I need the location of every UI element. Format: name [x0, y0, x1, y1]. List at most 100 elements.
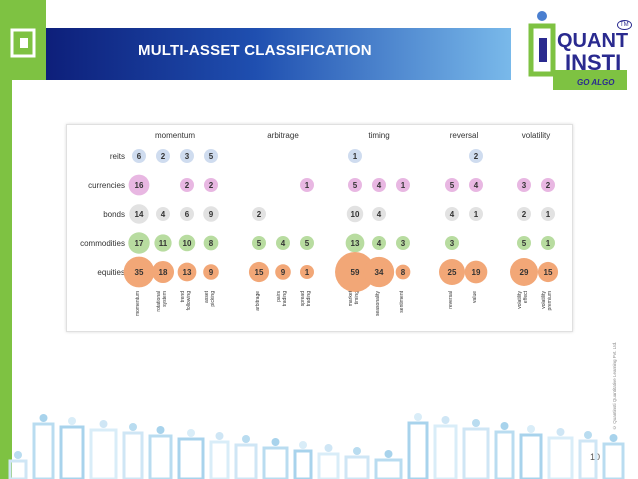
bubble: [509, 257, 539, 287]
footer-dot: [584, 431, 592, 439]
bubble-value: 29: [520, 268, 529, 277]
strategy-label: market: [348, 290, 354, 306]
footer-dot: [68, 417, 76, 425]
footer-dot: [441, 416, 450, 424]
footer-dot: [215, 432, 224, 440]
bubble-value: 4: [377, 239, 382, 248]
bubble-value: 1: [401, 181, 406, 190]
bubble: [276, 236, 290, 250]
bubble-value: 6: [137, 152, 142, 161]
footer-dot: [39, 414, 48, 422]
footer-tile: [547, 436, 574, 479]
row-label-commodities: commodities: [80, 239, 125, 248]
bubble-value: 2: [522, 210, 527, 219]
footer-tile: [89, 428, 118, 479]
bubble: [203, 235, 219, 251]
footer-dot: [500, 422, 509, 430]
bubble: [156, 207, 170, 221]
group-header: reversal: [450, 131, 479, 140]
bubble: [156, 149, 170, 163]
bubble: [300, 265, 314, 279]
bubble: [395, 264, 411, 280]
bubble: [128, 232, 150, 254]
bubble-value: 1: [353, 152, 358, 161]
footer-dot: [609, 434, 618, 442]
brand-mark-icon: [528, 11, 627, 90]
bubble-value: 17: [135, 239, 144, 248]
bubble: [348, 178, 362, 192]
brand-logo: QUANT INSTI GO ALGO TM: [525, 8, 632, 92]
strategy-label: timing: [354, 291, 360, 305]
bubble-value: 1: [546, 239, 551, 248]
bubble: [469, 207, 483, 221]
footer-dot: [472, 419, 480, 427]
bubble-value: 3: [401, 239, 406, 248]
bubble-value: 1: [474, 210, 479, 219]
footer-tile: [407, 421, 429, 479]
bubble-value: 2: [161, 152, 166, 161]
footer-tile: [8, 459, 28, 479]
bubble-value: 19: [472, 268, 481, 277]
bubble-value: 18: [159, 268, 168, 277]
footer-pattern: [8, 413, 625, 479]
bubble-value: 10: [351, 210, 360, 219]
bubble-value: 15: [255, 268, 264, 277]
bubble-value: 1: [305, 268, 310, 277]
bubble: [372, 207, 386, 221]
bubble: [445, 178, 459, 192]
bubble: [439, 259, 465, 285]
bubble-value: 2: [209, 181, 214, 190]
strategy-label: momentum: [135, 291, 141, 316]
bubble: [541, 178, 555, 192]
group-header: volatility: [522, 131, 550, 140]
bubble: [372, 236, 386, 250]
slide-logo-icon: [10, 28, 36, 58]
bubble: [129, 204, 149, 224]
group-header: momentum: [155, 131, 195, 140]
bubble-value: 6: [185, 210, 190, 219]
header-band: [46, 28, 511, 80]
bubble-value: 3: [522, 181, 527, 190]
bubble: [204, 149, 218, 163]
strategy-label: premium: [547, 291, 553, 310]
footer-dot: [527, 425, 535, 433]
bubble: [204, 178, 218, 192]
footer-tile: [317, 452, 340, 479]
bubble-value: 25: [448, 268, 457, 277]
footer-dot: [299, 441, 307, 449]
footer-tile: [374, 458, 403, 479]
bubble: [252, 207, 266, 221]
bubble: [469, 149, 483, 163]
strategy-label: trend: [180, 291, 186, 303]
bubble: [345, 233, 365, 253]
bubble-value: 13: [351, 239, 360, 248]
bubble-value: 3: [185, 152, 190, 161]
footer-tile: [344, 455, 370, 479]
footer-tile: [148, 434, 173, 479]
strategy-label: system: [162, 291, 168, 307]
row-label-reits: reits: [110, 152, 125, 161]
bubble: [128, 174, 150, 196]
strategy-label: value: [472, 291, 478, 303]
bubble-value: 9: [281, 268, 286, 277]
footer-dot: [414, 413, 422, 421]
row-label-equities: equities: [97, 268, 125, 277]
footer-dot: [187, 429, 195, 437]
bubble-value: 9: [209, 268, 214, 277]
bubble: [396, 236, 410, 250]
footer-tile: [122, 431, 144, 479]
page-title: MULTI-ASSET CLASSIFICATION: [138, 42, 372, 59]
footer-dot: [384, 450, 393, 458]
bubble-value: 35: [135, 268, 144, 277]
bubble-value: 5: [305, 239, 310, 248]
bubble-value: 4: [281, 239, 286, 248]
bubble-value: 5: [257, 239, 262, 248]
bubble: [154, 234, 172, 252]
bubble: [180, 149, 194, 163]
bubble-value: 5: [522, 239, 527, 248]
bubble: [151, 260, 175, 284]
bubble-value: 2: [185, 181, 190, 190]
bubble: [300, 178, 314, 192]
bubble: [396, 178, 410, 192]
